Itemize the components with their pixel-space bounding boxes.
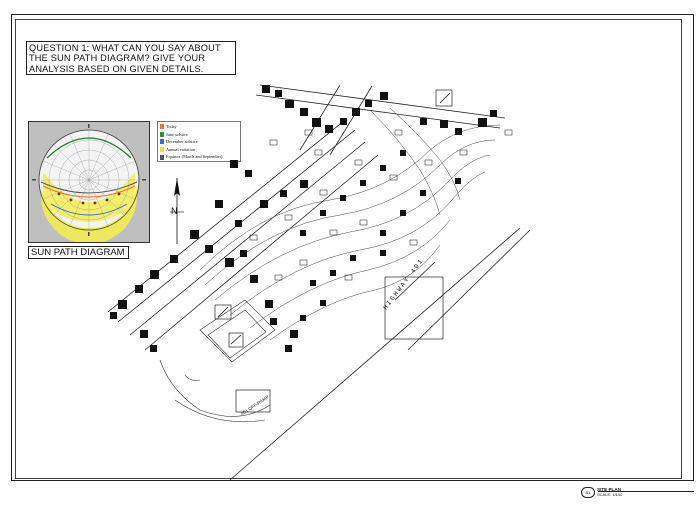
legend-label: Annual variation — [166, 146, 195, 152]
hour-markers — [57, 192, 121, 205]
legend-swatch-today — [160, 124, 164, 130]
sun-path-diagram — [28, 121, 150, 244]
sun-path-legend: Today June solstice December solstice An… — [157, 121, 241, 162]
road-lines — [107, 84, 531, 481]
small-tags — [249, 129, 513, 281]
today-path — [42, 185, 136, 198]
december-solstice-path — [50, 203, 128, 216]
azimuth-lines — [39, 130, 139, 230]
question-box: QUESTION 1: WHAT CAN YOU SAY ABOUT THE S… — [26, 41, 236, 75]
legend-label: Today — [166, 124, 177, 129]
legend-swatch-equinox — [160, 154, 164, 160]
tree-symbols — [110, 85, 497, 352]
legend-item: Equinox (March and September) — [160, 153, 238, 161]
equinox-path — [40, 181, 138, 194]
annual-variation-band — [41, 180, 137, 244]
june-solstice-path — [46, 137, 132, 159]
legend-swatch-december — [160, 139, 164, 145]
angle-ticks — [32, 124, 146, 236]
sheet-scale: SCALE: 1/100 — [597, 492, 623, 497]
legend-label: June solstice — [166, 131, 188, 137]
legend-swatch-june — [160, 131, 164, 137]
legend-label: Equinox (March and September) — [166, 154, 223, 160]
sun-path-caption: SUN PATH DIAGRAM — [28, 246, 129, 259]
drawing-sheet-border — [11, 14, 694, 481]
label-boxes — [214, 89, 453, 413]
contour-lines — [199, 107, 501, 341]
legend-item: December solstice — [160, 138, 238, 146]
north-arrow-icon — [170, 178, 184, 244]
section-arrows — [217, 92, 451, 345]
drawing-frame — [15, 19, 682, 479]
sun-path-chart — [32, 124, 146, 244]
legend-item: Annual variation — [160, 146, 238, 154]
parking-area — [159, 299, 276, 423]
title-block: A1 SITE PLAN SCALE: 1/100 — [581, 486, 622, 498]
title-block-text: SITE PLAN SCALE: 1/100 — [597, 487, 622, 497]
legend-swatch-annual — [160, 147, 164, 153]
title-underline — [598, 491, 694, 492]
legend-item: June solstice — [160, 131, 238, 139]
sheet-ref-bubble: A1 — [581, 486, 595, 498]
horizon-ring — [38, 129, 140, 231]
sheet-title: SITE PLAN — [597, 487, 621, 492]
north-label: N — [171, 206, 178, 216]
legend-label: December solstice — [166, 139, 198, 145]
legend-item: Today — [160, 123, 238, 131]
annual-variation-band-lower — [43, 172, 135, 222]
